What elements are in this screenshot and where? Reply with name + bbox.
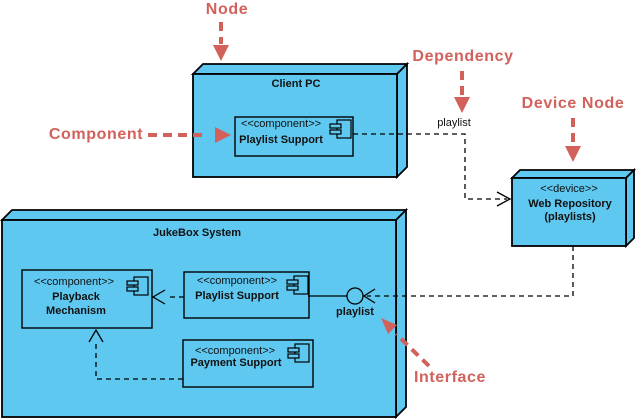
jukebox-top-face [0,209,409,221]
client-pc-node [190,61,410,180]
web-repository-title: Web Repository [528,198,612,210]
cp-component-name: Playlist Support [239,134,323,146]
payment-name: Payment Support [190,357,282,369]
payment-stereotype: <<component>> [194,345,276,357]
client-pc-top-face [190,63,410,75]
jb-playlist-stereotype: <<component>> [196,275,278,287]
web-repository-right-face [625,167,635,249]
payment-support-box [182,339,314,388]
playlist-interface-lollipop [308,287,364,305]
open-arrowhead-icon [362,288,376,304]
dependency-cp-to-webrepo [353,133,512,207]
component-annotation-arrow [148,127,231,143]
dependency-webrepo-to-interface [362,246,574,304]
interface-circle-icon [346,287,364,305]
device-node-annotation-label: Device Node [521,95,625,112]
component-icon [287,343,310,363]
web-repository-top-face [509,169,636,179]
playback-name-line1: Playback [52,291,100,303]
device-node-annotation-arrow [565,118,581,162]
interface-annotation-arrow [381,318,431,368]
client-pc-right-face [396,61,408,180]
jukebox-system-node [0,207,409,420]
open-arrowhead-icon [151,289,166,305]
web-repository-subtitle: (playlists) [544,211,596,223]
dependency-line [367,246,574,297]
playback-mechanism-box [21,269,153,329]
interface-playlist-label: playlist [336,306,374,318]
component-annotation-label: Component [48,126,144,143]
playback-stereotype: <<component>> [33,276,115,288]
client-pc-title: Client PC [271,78,321,90]
dependency-payment-to-playback [88,328,183,380]
cp-playlist-support-box [234,116,354,157]
component-icon [126,276,149,296]
open-arrowhead-icon [496,191,512,207]
node-annotation-arrow [213,22,229,61]
cp-component-stereotype: <<component>> [240,118,322,130]
playback-name-line2: Mechanism [46,305,106,317]
web-repository-front-face [511,177,627,247]
jukebox-system-title: JukeBox System [152,227,242,239]
client-pc-front-face [192,73,398,178]
dependency-line [353,133,507,200]
component-icon [286,275,309,295]
interface-annotation-label: Interface [413,369,487,386]
dependency-annotation-arrow [454,71,470,113]
dependency-playlist-to-playback [151,289,184,305]
web-repository-node [509,167,636,249]
jb-playlist-support-box [183,271,310,319]
dependency-line [95,342,183,380]
dependency-annotation-label: Dependency [412,48,514,65]
jukebox-right-face [395,207,407,420]
jb-playlist-name: Playlist Support [195,290,279,302]
open-arrowhead-icon [88,328,104,343]
dependency-playlist-label: playlist [437,117,471,129]
component-icon [329,119,352,139]
web-repository-stereotype: <<device>> [540,183,598,195]
node-annotation-label: Node [205,1,249,18]
